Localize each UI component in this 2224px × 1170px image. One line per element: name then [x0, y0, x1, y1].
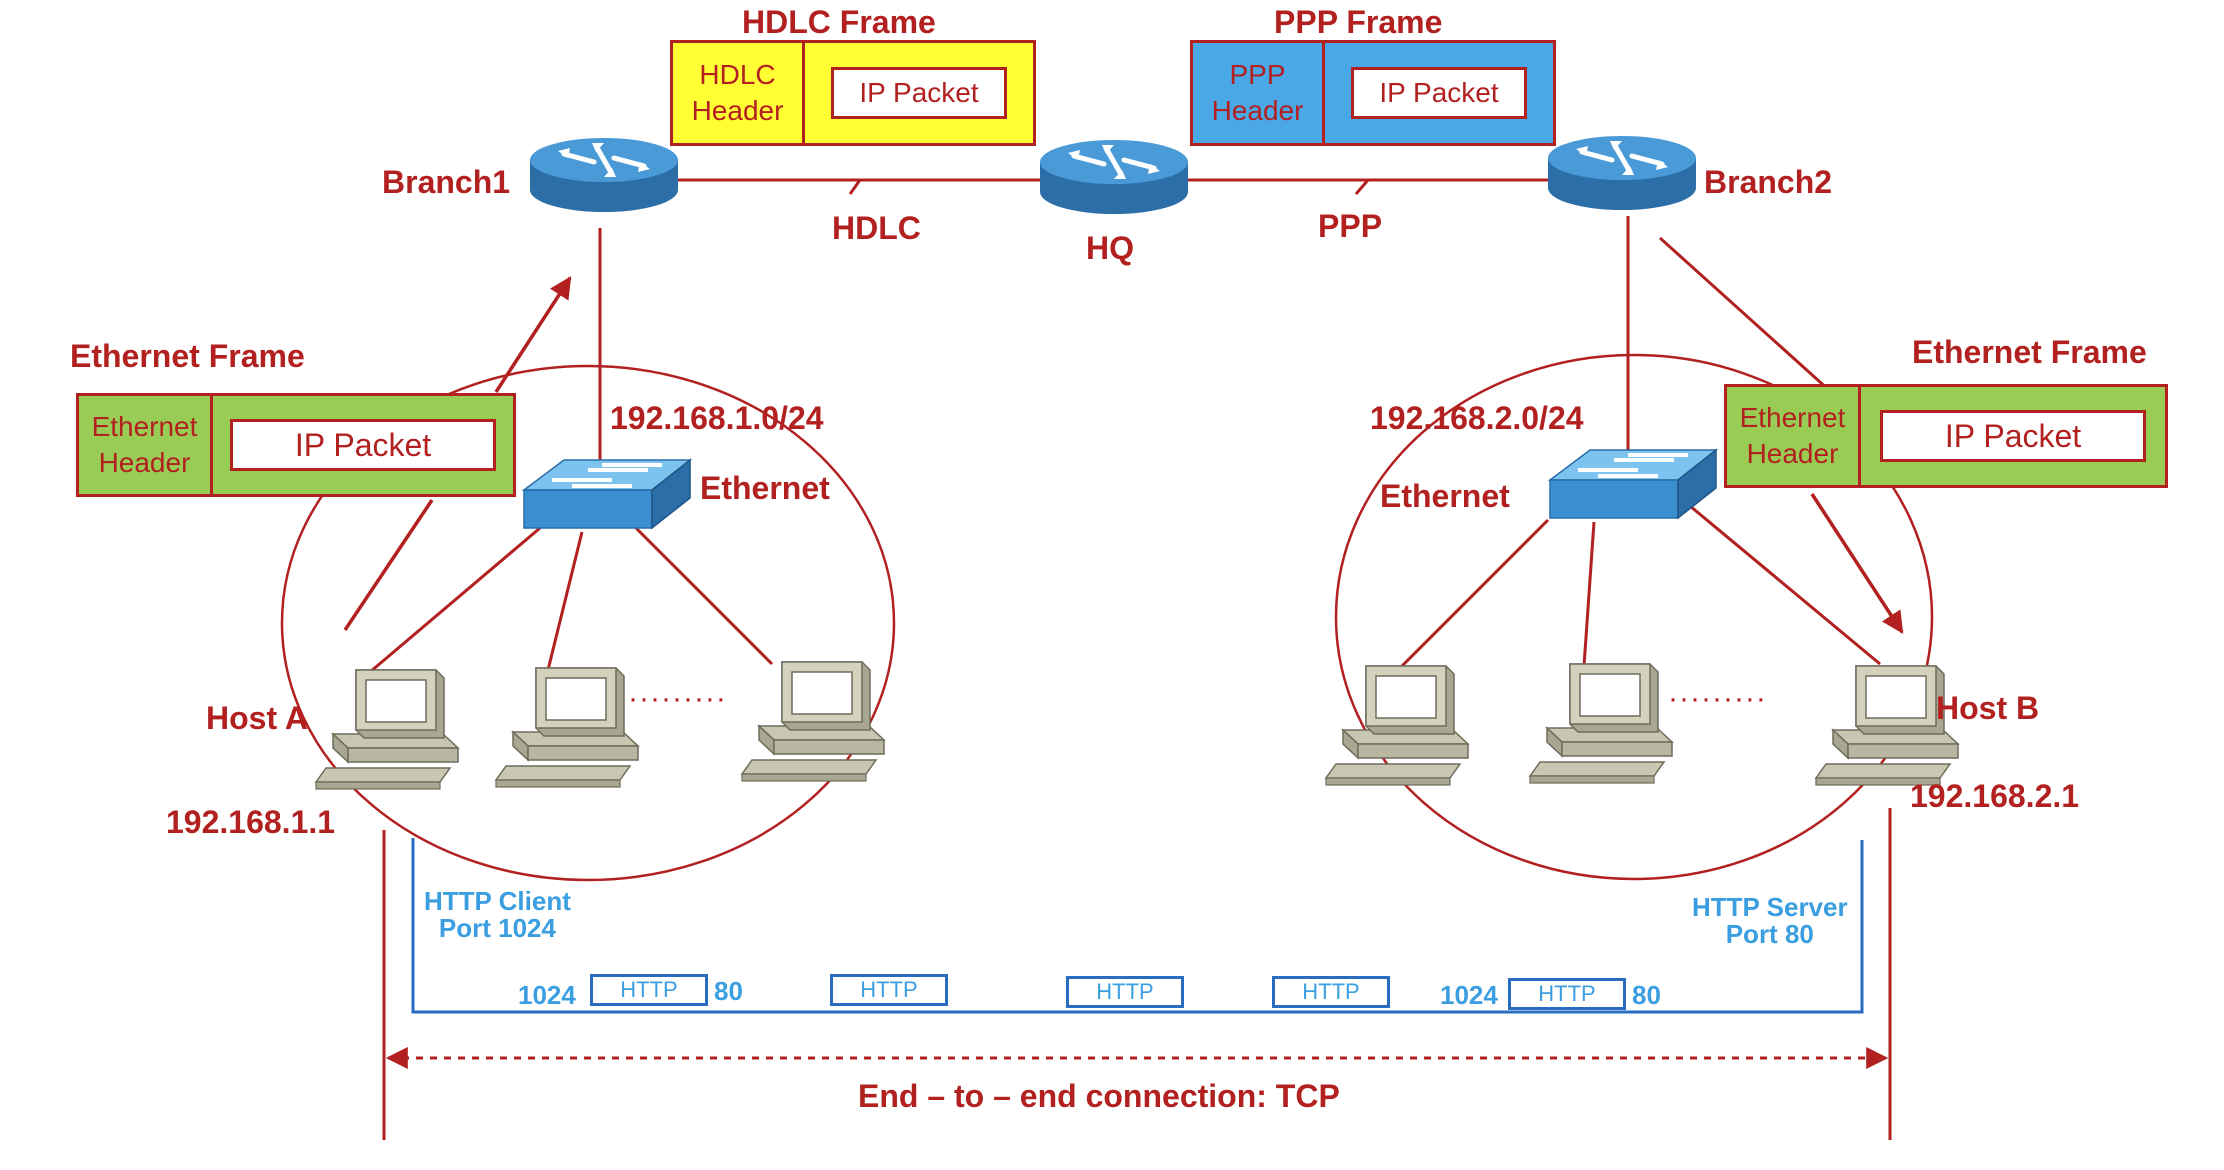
switch-pc3-link — [634, 526, 774, 666]
frame-to-branch1-arrow — [494, 276, 572, 393]
http-segment-1: HTTP — [590, 974, 708, 1006]
right-more-hosts-ellipsis: ········· — [1668, 682, 1767, 715]
switch-pc5-link — [1582, 521, 1596, 667]
switch-host-b-link — [1689, 504, 1881, 666]
left-pc3-icon — [741, 661, 885, 782]
eth-payload-left: IP Packet — [213, 396, 513, 494]
http-segment-5: HTTP — [1508, 978, 1626, 1010]
eth-ip-packet-right: IP Packet — [1880, 410, 2146, 462]
eth-frame-left: Ethernet Header IP Packet — [76, 393, 516, 497]
host-a-ip: 192.168.1.1 — [166, 804, 336, 840]
hdlc-frame-title: HDLC Frame — [742, 4, 936, 40]
right-subnet-label: 192.168.2.0/24 — [1370, 400, 1584, 436]
ppp-header: PPP Header — [1193, 43, 1325, 143]
host-a-label: Host A — [206, 700, 308, 736]
left-switch-icon — [522, 458, 692, 530]
hdlc-link-label: HDLC — [832, 210, 921, 246]
hdlc-frame: HDLC Header IP Packet — [670, 40, 1036, 146]
eth-payload-right: IP Packet — [1861, 387, 2165, 485]
host-a-to-frame-arrow — [343, 499, 434, 631]
hdlc-header: HDLC Header — [673, 43, 805, 143]
ppp-payload: IP Packet — [1325, 43, 1553, 143]
branch1-label: Branch1 — [382, 164, 511, 200]
right-pc1-icon — [1325, 665, 1469, 786]
eth-ip-packet-left: IP Packet — [230, 419, 496, 471]
frame-to-host-b-arrow — [1810, 493, 1904, 634]
hdlc-ip-packet: IP Packet — [831, 67, 1007, 119]
eth-header-left: Ethernet Header — [79, 396, 213, 494]
eth-frame-right: Ethernet Header IP Packet — [1724, 384, 2168, 488]
http-segment-3: HTTP — [1066, 976, 1184, 1008]
host-b-label: Host B — [1936, 690, 2040, 726]
segment1-dst-port: 80 — [714, 976, 743, 1006]
http-client-label: HTTP Client Port 1024 — [424, 886, 571, 944]
switch-host-a-link — [369, 526, 541, 674]
ppp-ip-packet: IP Packet — [1351, 67, 1527, 119]
branch1-router-icon — [530, 138, 678, 212]
switch-pc4-link — [1398, 518, 1550, 670]
ppp-frame-title: PPP Frame — [1274, 4, 1443, 40]
http-server-label: HTTP Server Port 80 — [1692, 892, 1848, 950]
hq-router-icon — [1040, 140, 1188, 214]
eth-frame-right-title: Ethernet Frame — [1912, 334, 2147, 370]
http-path-line — [411, 838, 1864, 1014]
switch-pc2-link — [546, 531, 584, 671]
host-a-pc-icon — [315, 669, 459, 790]
left-switch-label: Ethernet — [700, 470, 830, 506]
hdlc-payload: IP Packet — [805, 43, 1033, 143]
tcp-connection-label: End – to – end connection: TCP — [858, 1078, 1340, 1114]
branch2-diagonal-link — [1658, 236, 1842, 402]
http-segment-4: HTTP — [1272, 976, 1390, 1008]
hdlc-link — [672, 178, 1048, 195]
segment5-dst-port: 80 — [1632, 980, 1661, 1010]
right-switch-label: Ethernet — [1380, 478, 1510, 514]
right-lan-ellipse — [1334, 353, 1934, 881]
host-b-ip: 192.168.2.1 — [1910, 778, 2080, 814]
right-pc2-icon — [1529, 663, 1673, 784]
ppp-link-label: PPP — [1318, 208, 1383, 244]
left-subnet-label: 192.168.1.0/24 — [610, 400, 824, 436]
segment5-src-port: 1024 — [1440, 980, 1498, 1010]
left-more-hosts-ellipsis: ········· — [628, 682, 727, 715]
branch2-label: Branch2 — [1704, 164, 1833, 200]
left-pc2-icon — [495, 667, 639, 788]
hq-label: HQ — [1086, 230, 1134, 266]
right-switch-icon — [1548, 448, 1718, 520]
eth-header-right: Ethernet Header — [1727, 387, 1861, 485]
left-lan-ellipse — [280, 364, 896, 882]
eth-frame-left-title: Ethernet Frame — [70, 338, 305, 374]
segment1-src-port: 1024 — [518, 980, 576, 1010]
branch2-router-icon — [1548, 136, 1696, 210]
ppp-frame: PPP Header IP Packet — [1190, 40, 1556, 146]
http-segment-2: HTTP — [830, 974, 948, 1006]
ppp-link — [1182, 178, 1548, 195]
